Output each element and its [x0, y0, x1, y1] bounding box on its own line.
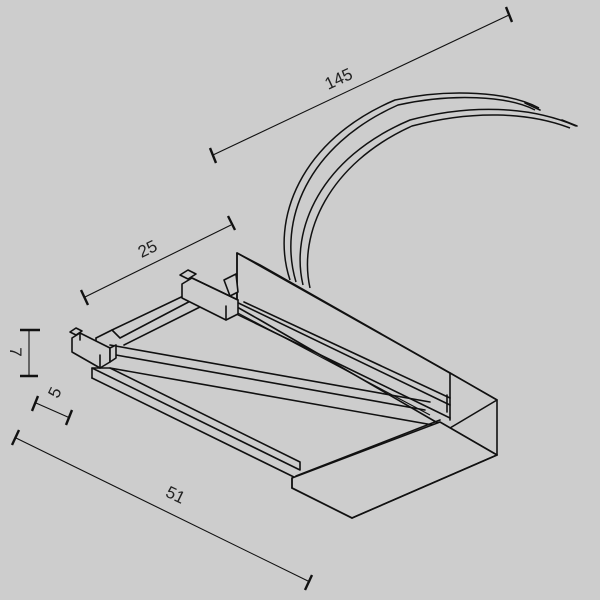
housing-side-panel [91, 367, 301, 471]
housing-top-back [236, 252, 498, 429]
lead-wires [283, 92, 578, 289]
left-connector-clip [69, 327, 117, 369]
dimension-label-5: 5 [44, 384, 65, 401]
connector-housing [69, 252, 498, 519]
dimension-145: 145 [208, 6, 514, 164]
middle-connector-clip [179, 269, 239, 321]
dimension-7: 7 [6, 328, 40, 378]
dimension-label-51: 51 [163, 482, 188, 507]
dimension-5: 5 [30, 384, 74, 426]
dimension-label-25: 25 [135, 236, 160, 261]
dimension-label-7: 7 [6, 347, 25, 356]
dimension-label-145: 145 [322, 64, 356, 93]
